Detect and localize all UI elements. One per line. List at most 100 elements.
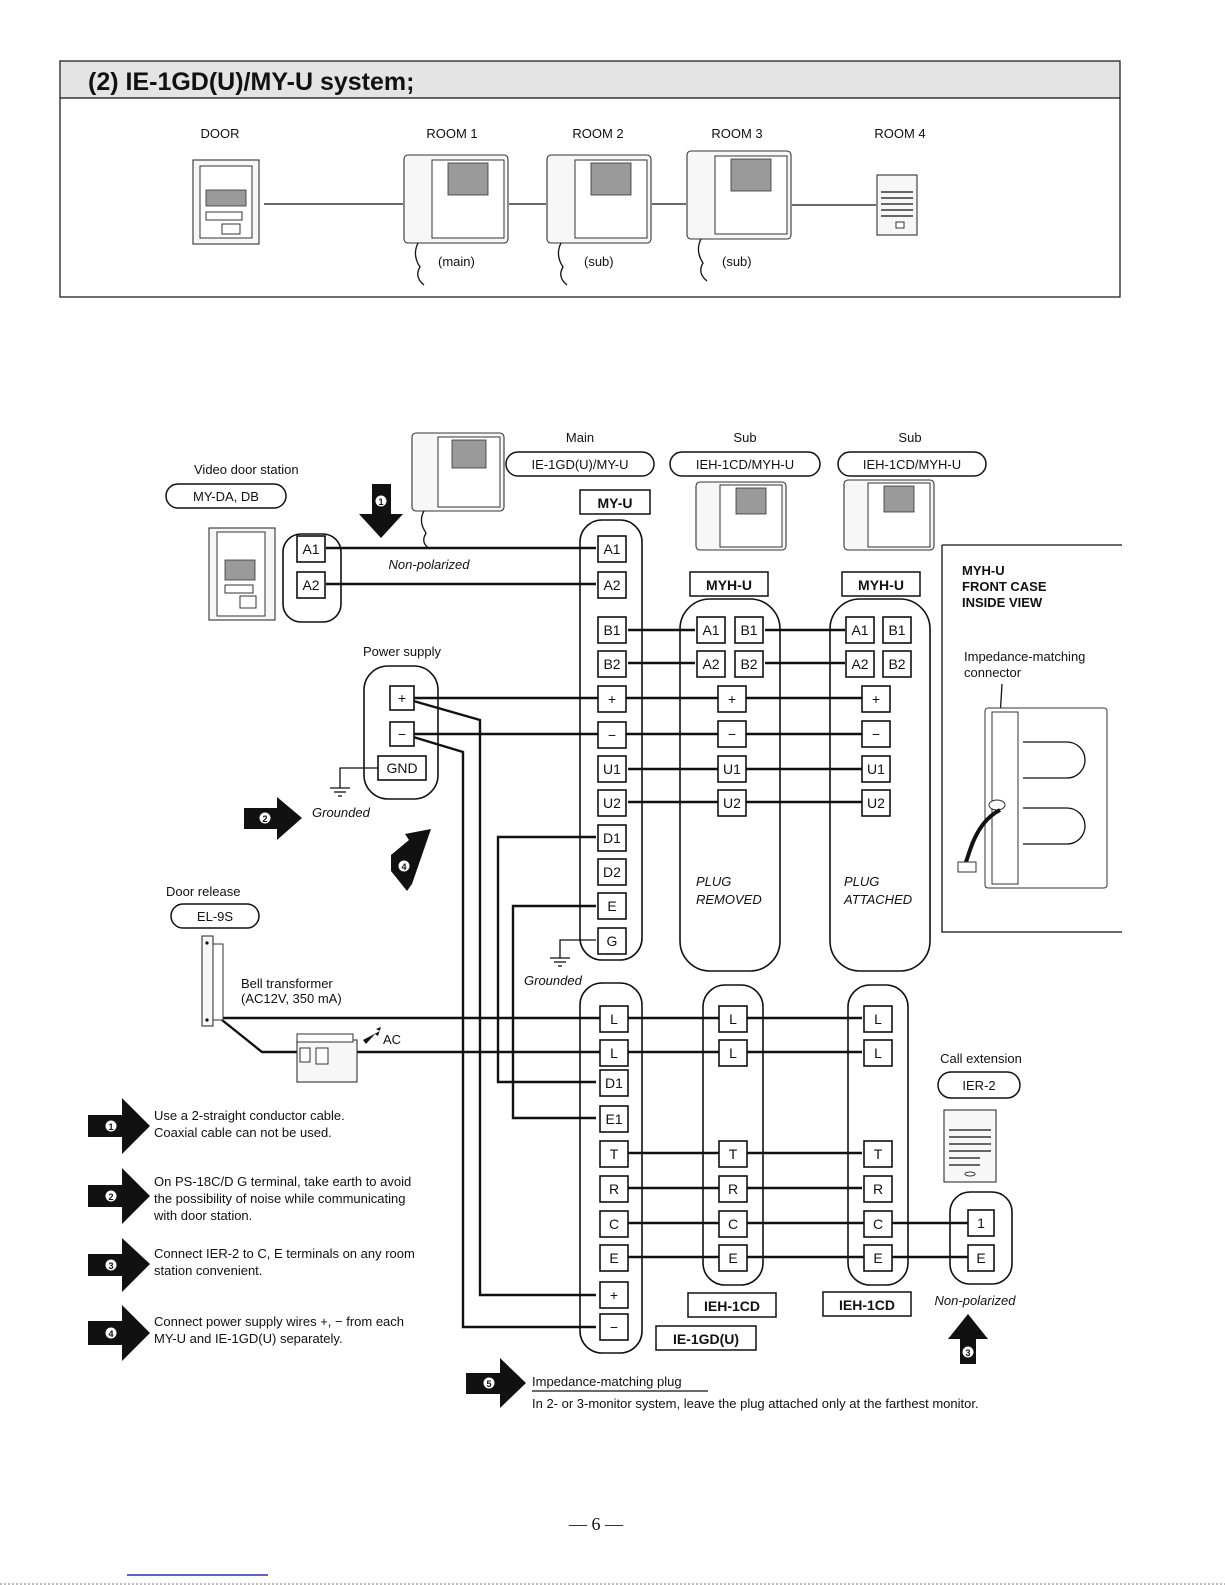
inset-line3: INSIDE VIEW — [962, 595, 1043, 610]
overview-diagram: DOOR ROOM 1 ROOM 2 ROOM 3 ROOM 4 (main) — [192, 126, 926, 286]
sub2-lower-terminal-group — [847, 984, 909, 1286]
sub2-upper-terminal-0-box — [861, 685, 891, 713]
sub2-terminal-b1: B1 — [888, 622, 905, 638]
inset-connector-line1: Impedance-matching — [964, 649, 1085, 664]
main-upper-terminal-1: A2 — [603, 577, 620, 593]
sub1-terminal-b1: B1 — [740, 622, 757, 638]
ie-1gd-u-label: IE-1GD(U) — [673, 1331, 739, 1347]
sub1-upper-terminal-0-box — [717, 685, 747, 713]
door-station-title: Video door station — [194, 462, 299, 477]
main-upper-terminal-0-box — [597, 535, 627, 563]
main-lower-terminal-4: T — [610, 1146, 619, 1162]
main-lower-terminal-7-box — [599, 1244, 629, 1272]
main-upper-terminal-7-box — [597, 789, 627, 817]
main-lower-terminal-5: R — [609, 1181, 619, 1197]
door-release: Door release EL-9S — [166, 884, 260, 1027]
main-lower-terminal-3-box — [599, 1105, 629, 1133]
marker-2-right-arrow: 2 — [244, 797, 302, 840]
main-lower-terminal-6-box — [599, 1210, 629, 1238]
main-lower-terminal-7: E — [609, 1250, 618, 1266]
section-title: (2) IE-1GD(U)/MY-U system; — [88, 68, 414, 96]
marker-1-num: 1 — [378, 497, 383, 507]
inset-line2: FRONT CASE — [962, 579, 1047, 594]
marker-3-up-arrow: 3 — [948, 1314, 988, 1364]
main-upper-terminal-10: E — [607, 898, 616, 914]
sub1-upper-terminal-1: − — [728, 726, 736, 742]
note-2-line3: with door station. — [153, 1208, 252, 1223]
sub1-lower-terminal-1-box — [718, 1175, 748, 1203]
note-5-num: 5 — [486, 1379, 491, 1389]
room4-label: ROOM 4 — [874, 126, 925, 141]
ps-grounded-note: Grounded — [312, 805, 371, 820]
door-station-icon — [192, 159, 260, 245]
sub2-lower-terminal-3: E — [873, 1250, 882, 1266]
sub1-lower-terminal-2: C — [728, 1216, 738, 1232]
call-extension: Call extension IER-2 Non-polarized — [935, 1051, 1022, 1308]
sub1-myh-u-label: MYH-U — [706, 577, 752, 593]
room2-label: ROOM 2 — [572, 126, 623, 141]
note-2-line2: the possibility of noise while communica… — [154, 1191, 405, 1206]
main-lower-terminal-1-box — [599, 1039, 629, 1067]
wire-ps-plus-to-main-lower-plus — [409, 698, 596, 1297]
note-4-line2: MY-U and IE-1GD(U) separately. — [154, 1331, 343, 1346]
sub2-terminal-l1: L — [874, 1011, 882, 1027]
sub2-upper-terminal-1-box — [861, 720, 891, 748]
sub2-plug-line1: PLUG — [844, 874, 879, 889]
door-label: DOOR — [201, 126, 240, 141]
sub2-lower-terminal-3-box — [863, 1244, 893, 1272]
sub2-terminal-a1: A1 — [851, 622, 868, 638]
room1-label: ROOM 1 — [426, 126, 477, 141]
main-upper-terminal-4: + — [608, 691, 616, 707]
sub1-upper-terminal-group — [679, 598, 781, 972]
sub1-myh-u-label-box — [689, 571, 769, 597]
section-header: (2) IE-1GD(U)/MY-U system; — [59, 60, 1121, 298]
sub1-model-label: IEH-1CD/MYH-U — [696, 457, 794, 472]
sub1-role-label: Sub — [733, 430, 756, 445]
sub2-lower-terminal-2-box — [863, 1210, 893, 1238]
sub2-lower-terminal-1: R — [873, 1181, 883, 1197]
main-lower-terminal-9-box — [599, 1313, 629, 1341]
terminal-boxes: A1A2+−GNDA1A2B1B2+−U1U2D1D2EGLLD1E1TRCE+… — [296, 535, 995, 1341]
sub2-terminal-l1-box — [863, 1005, 893, 1033]
sub1-terminal-l1: L — [729, 1011, 737, 1027]
room2-role: (sub) — [584, 254, 614, 269]
sub1-upper-terminal-0: + — [728, 691, 736, 707]
sub2-terminal-l2: L — [874, 1045, 882, 1061]
ps-terminal-gnd: GND — [386, 760, 417, 776]
sub2-upper-terminal-1: − — [872, 726, 880, 742]
front-case-drawing — [957, 707, 1108, 889]
sub1-upper-terminal-3: U2 — [723, 795, 741, 811]
main-lower-terminal-8-box — [599, 1281, 629, 1309]
main-upper-terminal-5: − — [608, 727, 616, 743]
sub1-terminal-b2-box — [734, 650, 764, 678]
notes-list: 1 Use a 2-straight conductor cable. Coax… — [88, 1098, 415, 1361]
marker-4-num: 4 — [401, 862, 406, 872]
door-terminal-a1: A1 — [302, 541, 319, 557]
sub2-myh-u-label-box — [841, 571, 921, 597]
ps-terminal-plus: + — [398, 690, 406, 706]
sub1-monitor-icon — [695, 481, 787, 551]
sub2-upper-terminal-0: + — [872, 691, 880, 707]
sub2-terminal-a1-box — [845, 616, 875, 644]
sub1-station-header: Sub IEH-1CD/MYH-U MYH-U — [669, 430, 821, 597]
sub1-plug-line1: PLUG — [696, 874, 731, 889]
main-grounded-note: Grounded — [524, 973, 583, 988]
room1-role: (main) — [438, 254, 475, 269]
sub2-upper-terminal-3: U2 — [867, 795, 885, 811]
room2-monitor-icon — [546, 154, 652, 286]
ground-symbol-ps — [330, 787, 350, 797]
sub1-terminal-a2: A2 — [702, 656, 719, 672]
ext-terminal-1-box — [967, 1209, 995, 1237]
main-lower-terminal-2-box — [599, 1069, 629, 1097]
inset-line1: MYH-U — [962, 563, 1005, 578]
sub2-model-pill — [837, 451, 987, 477]
main-upper-terminal-2: B1 — [603, 622, 620, 638]
wire-g-ground — [559, 939, 596, 958]
sub1-lower-terminal-1: R — [728, 1181, 738, 1197]
main-lower-terminal-5-box — [599, 1175, 629, 1203]
main-upper-terminal-group — [579, 519, 643, 961]
call-extension-title: Call extension — [940, 1051, 1022, 1066]
sub1-upper-terminal-1-box — [717, 720, 747, 748]
note-3-num: 3 — [108, 1261, 113, 1271]
bell-transformer-line1: Bell transformer — [241, 976, 333, 991]
